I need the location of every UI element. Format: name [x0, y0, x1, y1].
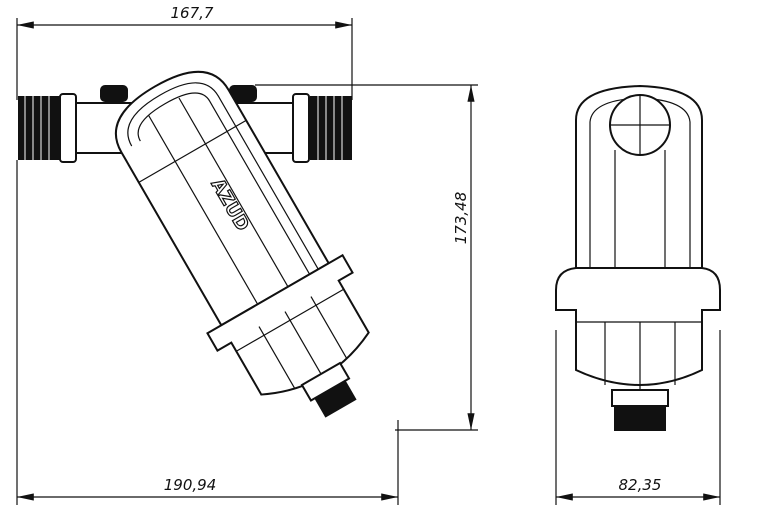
dimension-label-bottom: 190,94: [164, 476, 217, 494]
dimension-side-width: 82,35: [555, 330, 721, 505]
dimension-label-height: 173,48: [452, 192, 470, 245]
dimension-height: 173,48: [255, 84, 478, 431]
dimension-top-width: 167,7: [16, 4, 353, 100]
dimension-bottom-width: 190,94: [16, 160, 399, 505]
dimension-label-top: 167,7: [171, 4, 214, 22]
dimension-label-side: 82,35: [619, 476, 662, 494]
filter-front-view: AZUD: [18, 70, 370, 418]
filter-side-view: [555, 84, 721, 431]
